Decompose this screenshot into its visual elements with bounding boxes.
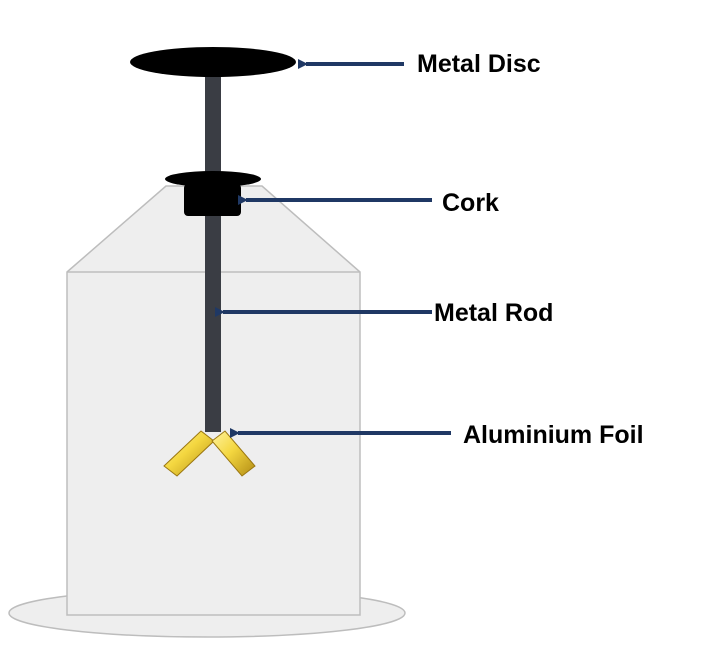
- cork: [184, 184, 241, 216]
- aluminium-foil: [163, 430, 256, 477]
- cork-label: Cork: [442, 189, 499, 217]
- metal-rod: [205, 72, 221, 432]
- cork-cap: [165, 171, 261, 187]
- metal-disc-label: Metal Disc: [417, 50, 541, 78]
- metal-rod-label: Metal Rod: [434, 299, 553, 327]
- aluminium-foil-label: Aluminium Foil: [463, 421, 644, 449]
- metal-disc: [130, 47, 296, 77]
